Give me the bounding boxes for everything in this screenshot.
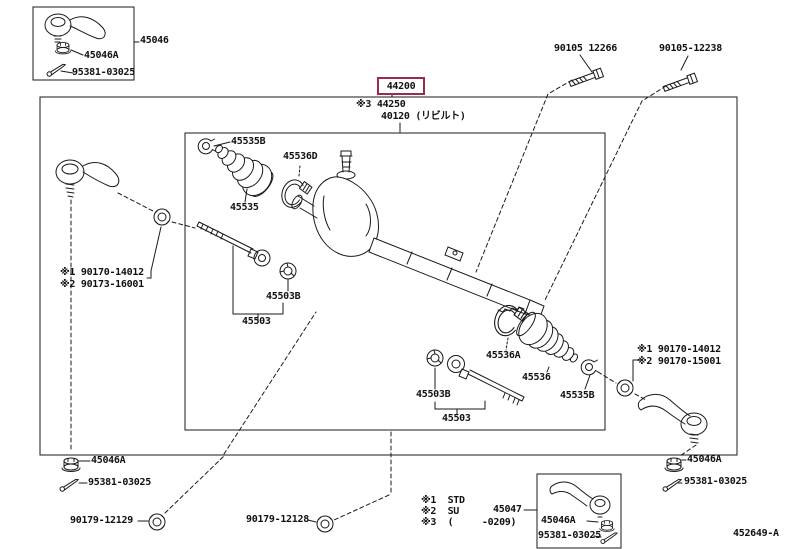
callout-bolt-right: 90105-12238 bbox=[659, 43, 722, 54]
callout-pin-bl: 95381-03025 bbox=[88, 477, 151, 488]
callout-45046a-tl: 45046A bbox=[84, 50, 119, 61]
callout-45046a-brbox: 45046A bbox=[541, 515, 576, 526]
hex-nut-icon bbox=[616, 379, 634, 397]
callout-45047: 45047 bbox=[493, 504, 522, 515]
callout-left-tre-note2: ※2 90173-16001 bbox=[60, 279, 144, 290]
steering-boot-art-left bbox=[215, 144, 274, 197]
callout-boot-right: 45536 bbox=[522, 372, 551, 383]
hex-nut-icon bbox=[148, 513, 166, 531]
callout-clamp-right: 45536A bbox=[486, 350, 521, 361]
callout-right-tre-note2: ※2 90170-15001 bbox=[637, 356, 721, 367]
callout-right-tre-note1: ※1 90170-14012 bbox=[637, 344, 721, 355]
callout-boot-left: 45535 bbox=[230, 202, 259, 213]
cotter-pin-icon bbox=[58, 478, 81, 493]
dotted-leaders bbox=[298, 165, 509, 351]
tie-rod-end-art-bottom-right-box bbox=[549, 481, 611, 518]
boot-clip-icon-left bbox=[197, 138, 217, 155]
inner-detail-box bbox=[184, 132, 606, 431]
hex-nut-icon bbox=[316, 515, 334, 533]
callout-clip-left: 45535B bbox=[231, 136, 266, 147]
main-assembly-box bbox=[39, 96, 738, 456]
boot-clamp-art-left bbox=[277, 175, 314, 213]
hex-nut-icon bbox=[153, 208, 171, 226]
cotter-pin-icon bbox=[661, 478, 684, 493]
callout-rod-left: 45503 bbox=[242, 316, 271, 327]
main-part-number: 44200 bbox=[386, 80, 416, 92]
callout-washer-right: 45503B bbox=[416, 389, 451, 400]
legend-line-3: ※3 ( -0209) bbox=[421, 517, 517, 528]
inner-tie-rod-art-right bbox=[447, 355, 525, 406]
legend-line-1: ※1 STD bbox=[421, 495, 465, 506]
callout-alt-40120: 40120 (リビルト) bbox=[381, 111, 466, 122]
cotter-pin-icon bbox=[45, 63, 68, 78]
boot-clip-icon-right bbox=[580, 359, 600, 376]
legend-line-2: ※2 SU bbox=[421, 506, 460, 517]
diagram-code: 452649-A bbox=[733, 528, 779, 539]
frame-boxes bbox=[32, 6, 738, 549]
top-left-parts-box bbox=[32, 6, 135, 81]
castle-nut-icon bbox=[664, 457, 684, 472]
tie-rod-end-art-left bbox=[55, 159, 120, 198]
callout-pin-br: 95381-03025 bbox=[684, 476, 747, 487]
callout-locknut-bc: 90179-12128 bbox=[246, 514, 309, 525]
callout-45046: 45046 bbox=[140, 35, 169, 46]
bottom-right-parts-box bbox=[536, 473, 622, 549]
callout-washer-left: 45503B bbox=[266, 291, 301, 302]
callout-locknut-bl: 90179-12129 bbox=[70, 515, 133, 526]
highlighted-part-callout[interactable]: 44200 bbox=[377, 77, 425, 95]
callout-rod-right: 45503 bbox=[442, 413, 471, 424]
callout-pin-tl: 95381-03025 bbox=[72, 67, 135, 78]
steering-gear-art bbox=[291, 150, 545, 318]
callout-clamp-left: 45536D bbox=[283, 151, 318, 162]
tie-rod-end-art-right bbox=[637, 393, 708, 444]
cotter-pin-icon bbox=[599, 531, 620, 545]
dashed-connectors bbox=[70, 79, 697, 521]
lock-washer-icon-right bbox=[426, 349, 444, 367]
callout-left-tre-note1: ※1 90170-14012 bbox=[60, 267, 144, 278]
callout-alt-44250: ※3 44250 bbox=[356, 99, 406, 110]
callout-clip-right: 45535B bbox=[560, 390, 595, 401]
castle-nut-icon bbox=[599, 520, 615, 532]
callout-45046a-bl: 45046A bbox=[91, 455, 126, 466]
inner-tie-rod-art-left bbox=[196, 221, 271, 267]
flange-bolt-art-right bbox=[661, 72, 698, 94]
callout-pin-brbox: 95381-03025 bbox=[538, 530, 601, 541]
flange-bolt-art-left bbox=[567, 67, 604, 89]
castle-nut-icon bbox=[54, 42, 72, 55]
steering-boot-art-right bbox=[516, 311, 579, 363]
castle-nut-icon bbox=[61, 457, 81, 472]
leader-lines bbox=[60, 41, 689, 538]
callout-bolt-left: 90105 12266 bbox=[554, 43, 617, 54]
callout-45046a-br: 45046A bbox=[687, 454, 722, 465]
lock-washer-icon-left bbox=[279, 262, 297, 280]
tie-rod-end-art-top-left bbox=[44, 13, 106, 43]
